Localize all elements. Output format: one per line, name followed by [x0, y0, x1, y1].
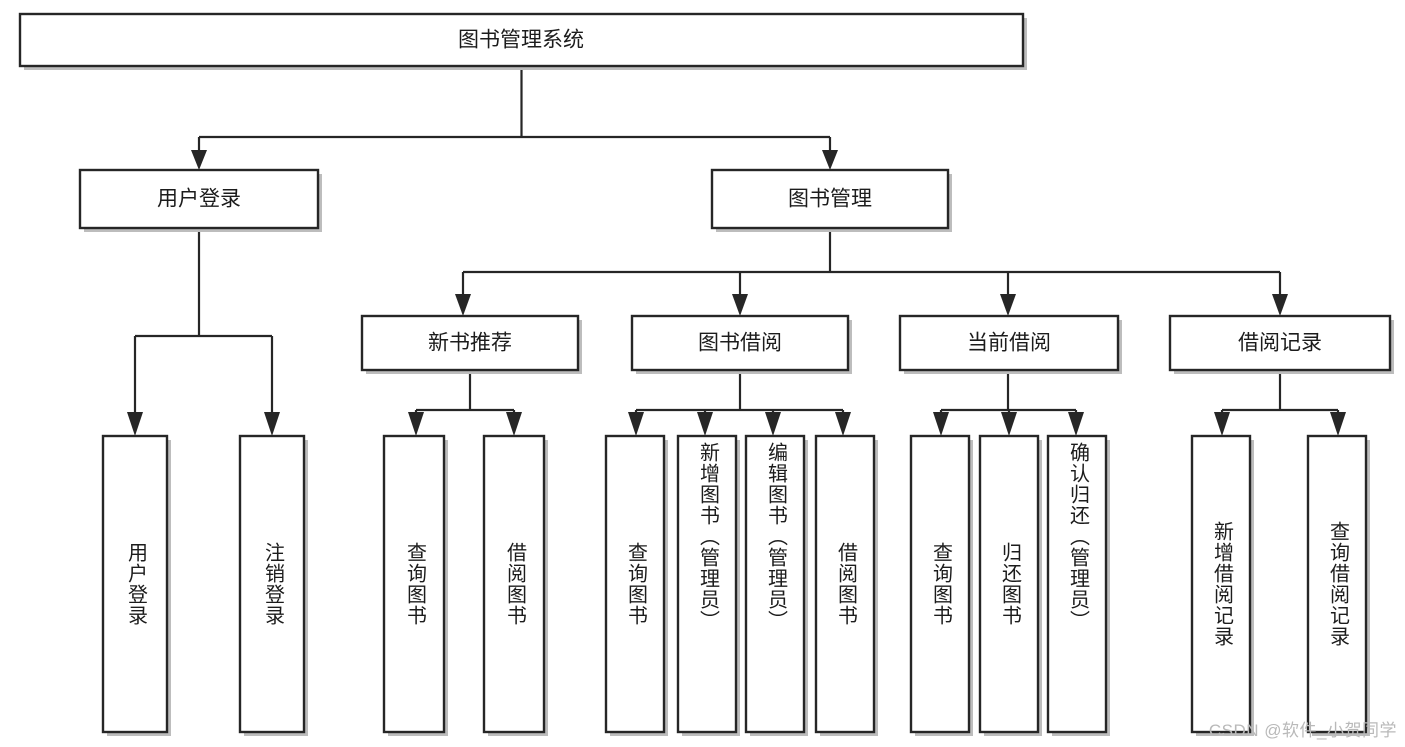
- leaf-new-book-1-box: [382, 434, 446, 734]
- arrowhead-bookmgmt: [822, 150, 838, 170]
- arrowhead-leaf-currentborrow-2: [1001, 412, 1017, 436]
- connector-group: [127, 66, 1346, 436]
- arrowhead-leaf-bookborrow-2: [697, 412, 713, 436]
- node-user-login-box: [78, 168, 320, 230]
- leaf-book-borrow-4[interactable]: [814, 434, 878, 736]
- leaf-borrow-record-2[interactable]: [1306, 434, 1370, 736]
- node-new-book-recommend[interactable]: 新书推荐: [360, 314, 582, 374]
- node-borrow-record-box: [1168, 314, 1392, 372]
- node-book-borrow-label: 图书借阅: [698, 332, 782, 355]
- leaf-book-borrow-1[interactable]: [604, 434, 668, 736]
- csdn-watermark: CSDN @软件_小贺同学: [1208, 721, 1397, 740]
- node-new-book-recommend-label: 新书推荐: [428, 332, 512, 355]
- leaf-user-login-2-box: [238, 434, 306, 734]
- leaf-user-login-1-box: [101, 434, 169, 734]
- leaf-current-borrow-3[interactable]: [1046, 434, 1110, 736]
- leaf-book-borrow-2[interactable]: [676, 434, 740, 736]
- node-book-management-label: 图书管理: [788, 188, 872, 211]
- arrowhead-bookborrow: [732, 294, 748, 316]
- leaf-current-borrow-2-box: [978, 434, 1040, 734]
- leaf-borrow-record-1[interactable]: [1190, 434, 1254, 736]
- leaf-book-borrow-2-box: [676, 434, 738, 734]
- node-new-book-recommend-box: [360, 314, 580, 372]
- arrowhead-borrowrecord: [1272, 294, 1288, 316]
- node-current-borrow[interactable]: 当前借阅: [898, 314, 1122, 374]
- leaf-user-login-1[interactable]: [101, 434, 171, 736]
- leaf-book-borrow-3[interactable]: [744, 434, 808, 736]
- leaf-new-book-1[interactable]: [382, 434, 448, 736]
- node-root-label: 图书管理系统: [458, 29, 584, 52]
- node-current-borrow-box: [898, 314, 1120, 372]
- leaf-current-borrow-1-box: [909, 434, 971, 734]
- arrowhead-leaf-borrowrecord-1: [1214, 412, 1230, 436]
- arrowhead-leaf-borrowrecord-2: [1330, 412, 1346, 436]
- arrowhead-leaf-newbook-1: [408, 412, 424, 436]
- arrowhead-leaf-user-login-2: [264, 412, 280, 436]
- leaf-current-borrow-1[interactable]: [909, 434, 973, 736]
- node-user-login-label: 用户登录: [157, 188, 241, 211]
- leaf-borrow-record-1-box: [1190, 434, 1252, 734]
- leaf-current-borrow-2[interactable]: [978, 434, 1042, 736]
- node-root-box: [18, 12, 1025, 68]
- node-borrow-record-label: 借阅记录: [1238, 332, 1322, 355]
- node-user-login[interactable]: 用户登录: [78, 168, 322, 232]
- leaf-new-book-2-box: [482, 434, 546, 734]
- arrowhead-userlogin: [191, 150, 207, 170]
- arrowhead-leaf-currentborrow-3: [1068, 412, 1084, 436]
- arrowhead-leaf-user-login-1: [127, 412, 143, 436]
- leaf-book-borrow-1-box: [604, 434, 666, 734]
- arrowhead-currentborrow: [1000, 294, 1016, 316]
- arrowhead-leaf-bookborrow-4: [835, 412, 851, 436]
- leaf-borrow-record-2-box: [1306, 434, 1368, 734]
- node-book-management[interactable]: 图书管理: [710, 168, 952, 232]
- node-book-borrow[interactable]: 图书借阅: [630, 314, 852, 374]
- leaf-current-borrow-3-box: [1046, 434, 1108, 734]
- arrowhead-newbook: [455, 294, 471, 316]
- leaf-book-borrow-3-box: [744, 434, 806, 734]
- arrowhead-leaf-currentborrow-1: [933, 412, 949, 436]
- leaf-book-borrow-4-box: [814, 434, 876, 734]
- leaf-user-login-2[interactable]: [238, 434, 308, 736]
- arrowhead-leaf-bookborrow-3: [765, 412, 781, 436]
- node-current-borrow-label: 当前借阅: [967, 332, 1051, 355]
- leaf-new-book-2[interactable]: [482, 434, 548, 736]
- arrowhead-leaf-bookborrow-1: [628, 412, 644, 436]
- node-borrow-record[interactable]: 借阅记录: [1168, 314, 1394, 374]
- node-root[interactable]: 图书管理系统: [18, 12, 1027, 70]
- arrowhead-leaf-newbook-2: [506, 412, 522, 436]
- node-book-management-box: [710, 168, 950, 230]
- node-book-borrow-box: [630, 314, 850, 372]
